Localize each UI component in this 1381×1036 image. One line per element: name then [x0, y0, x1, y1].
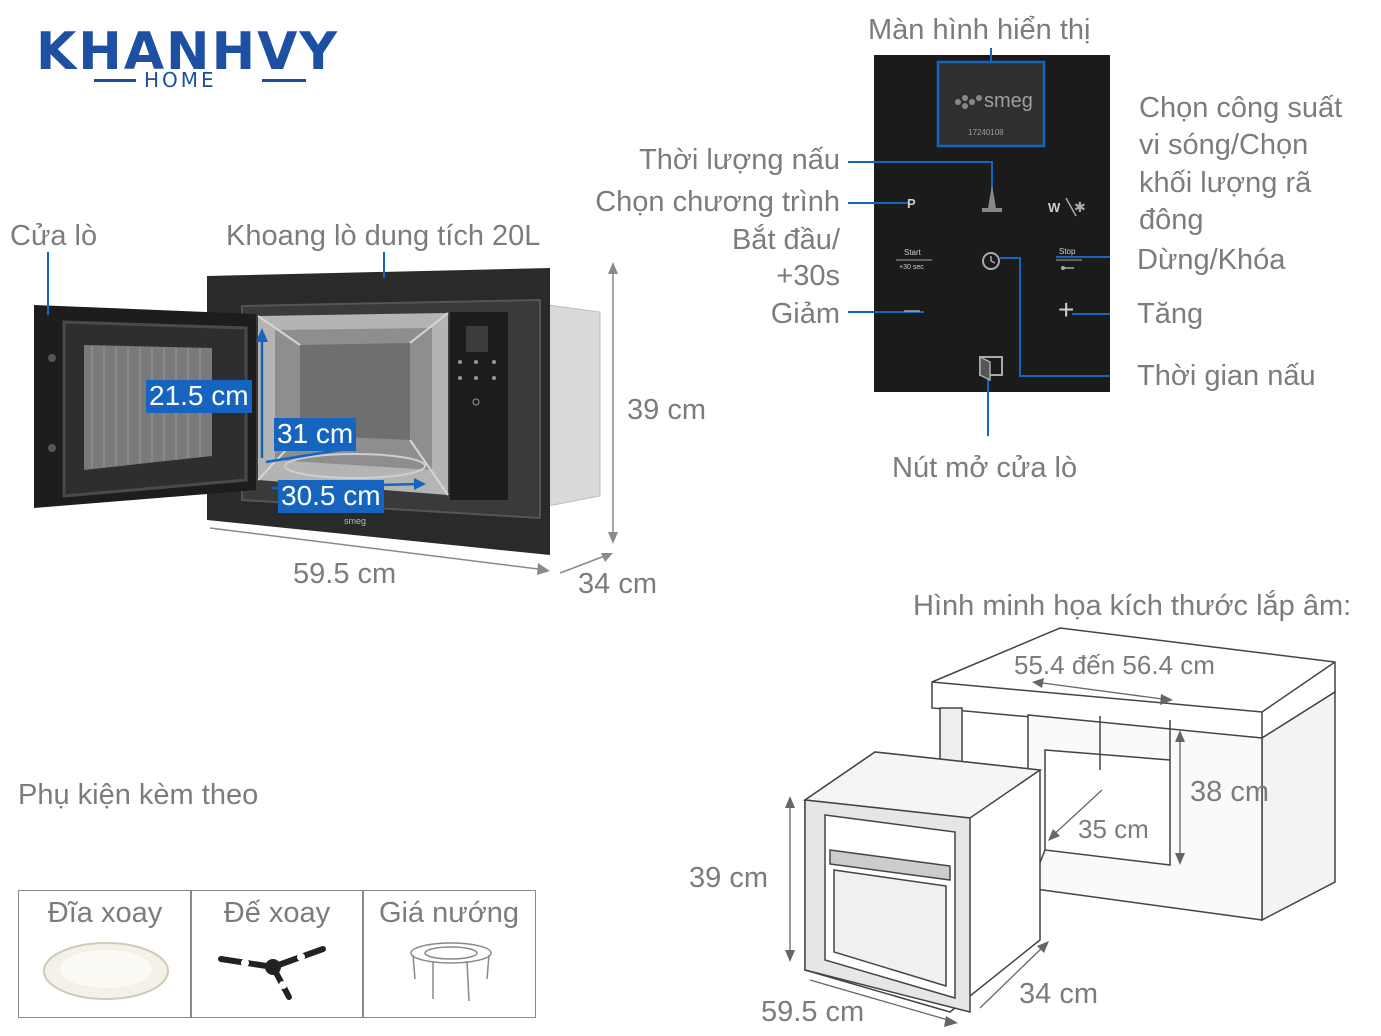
install-oven-width-label: 59.5 cm: [761, 996, 865, 1028]
cook-time-label: Thời lượng nấu: [639, 144, 840, 176]
inner-height-label: 21.5 cm: [146, 380, 252, 413]
start-label-line1: Bắt đầu/: [731, 224, 840, 256]
stop-button[interactable]: Stop: [1059, 247, 1076, 256]
power-label-line4: đông: [1139, 204, 1204, 236]
install-oven-depth-label: 34 cm: [1019, 978, 1098, 1010]
accessories-title: Phụ kiện kèm theo: [18, 779, 259, 811]
power-label-line2: vi sóng/Chọn: [1139, 129, 1309, 161]
accessory-label: Đĩa xoay: [47, 897, 163, 929]
start-label-line2: +30s: [776, 260, 840, 292]
door-label: Cửa lò: [10, 220, 98, 252]
increase-label: Tăng: [1137, 298, 1204, 330]
oven-depth-label: 34 cm: [578, 568, 657, 600]
program-button[interactable]: P: [907, 196, 916, 211]
stop-label: Dừng/Khóa: [1137, 244, 1286, 276]
oven-illustration: [34, 252, 618, 575]
accessory-label: Đế xoay: [223, 897, 331, 929]
start-button-text-1[interactable]: Start: [904, 248, 921, 257]
install-illustration: [785, 627, 1336, 1027]
grill-rack-icon: [410, 942, 492, 1002]
oven-width-label: 59.5 cm: [293, 558, 397, 590]
power-label-line3: khối lượng rã: [1139, 167, 1312, 199]
install-oven-height-label: 39 cm: [689, 862, 768, 894]
smeg-logo-icon: [955, 95, 982, 109]
display-label: Màn hình hiển thị: [868, 14, 1091, 46]
decrease-button[interactable]: —: [904, 302, 920, 319]
accessory-grill-rack: Giá nướng: [362, 890, 536, 1018]
plate-icon: [43, 942, 169, 1000]
logo-subtext: HOME: [144, 68, 217, 92]
cabinet-height-label: 38 cm: [1190, 776, 1269, 808]
accessory-label: Giá nướng: [378, 897, 519, 929]
logo-line-left: [94, 79, 136, 82]
decrease-label: Giảm: [770, 298, 840, 330]
accessory-roller-ring: Đế xoay: [190, 890, 364, 1018]
svg-text:✱: ✱: [1074, 200, 1086, 216]
oven-brand-mark: smeg: [344, 516, 367, 526]
power-button[interactable]: W: [1048, 200, 1061, 215]
program-label: Chọn chương trình: [595, 186, 840, 218]
roller-ring-icon: [218, 946, 326, 1000]
cabinet-depth-label: 35 cm: [1078, 814, 1149, 844]
install-title: Hình minh họa kích thước lắp âm:: [913, 590, 1352, 622]
start-button-text-2[interactable]: +30 sec: [899, 264, 924, 271]
door-button-label: Nút mở cửa lò: [892, 452, 1078, 484]
power-label-line1: Chọn công suất: [1139, 92, 1343, 124]
inner-width-label: 31 cm: [274, 418, 357, 451]
inner-depth-label: 30.5 cm: [278, 480, 384, 513]
increase-button[interactable]: +: [1058, 294, 1075, 325]
display-code: 17240108: [968, 128, 1004, 137]
cavity-label: Khoang lò dung tích 20L: [226, 220, 541, 252]
oven-height-label: 39 cm: [627, 394, 706, 426]
cabinet-width-label: 55.4 đến 56.4 cm: [1014, 650, 1215, 680]
logo-wordmark: KHANHVY: [36, 22, 339, 82]
clock-label: Thời gian nấu: [1137, 360, 1316, 392]
logo-line-right: [262, 79, 306, 82]
accessory-turntable-plate: Đĩa xoay: [18, 890, 192, 1018]
control-panel-illustration: ✱: [848, 48, 1110, 436]
display-brand: smeg: [984, 90, 1033, 112]
